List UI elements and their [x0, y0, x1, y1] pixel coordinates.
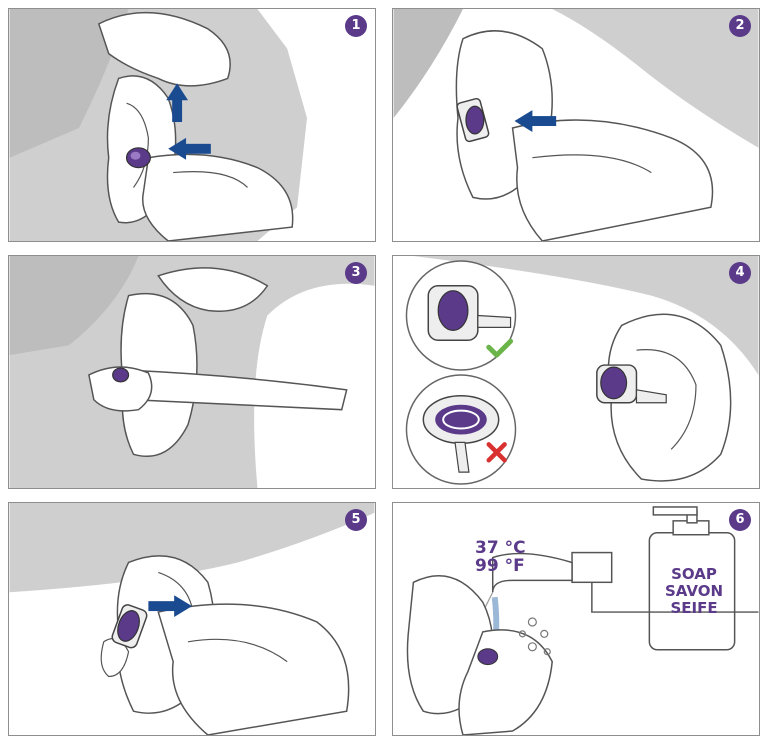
step-number-badge: 4	[729, 262, 751, 284]
step-1-illustration	[9, 9, 308, 241]
step-panel-4: 4	[392, 255, 760, 489]
step-number-badge: 3	[345, 262, 367, 284]
water-temperature-label: 37 °C 99 °F	[475, 539, 526, 575]
step-panel-1: 1	[8, 8, 376, 242]
arrow-left-icon	[168, 137, 211, 160]
step-number-badge: 2	[729, 15, 751, 37]
step-number-badge: 1	[345, 15, 367, 37]
check-icon	[486, 338, 514, 358]
soap-text-en: SOAP	[671, 565, 717, 583]
step-number-badge: 5	[345, 509, 367, 531]
soap-text-de: SEIFE	[670, 599, 718, 617]
step-panel-6: 37 °C 99 °F SOAP SAVON SEIFE 6	[392, 502, 760, 736]
arrow-right-icon	[148, 595, 192, 618]
soap-text-fr: SAVON	[664, 582, 724, 600]
step-2-illustration	[393, 9, 759, 241]
arrow-up-icon	[166, 83, 189, 123]
soap-bottle-label: SOAP SAVON SEIFE	[653, 566, 735, 617]
cross-icon	[486, 442, 507, 463]
step-5-illustration	[9, 503, 375, 735]
arrow-left-icon	[514, 110, 557, 132]
step-panel-5: 5	[8, 502, 376, 736]
temperature-fahrenheit: 99 °F	[475, 556, 525, 576]
step-number-badge: 6	[729, 509, 751, 531]
step-panel-2: 2	[392, 8, 760, 242]
step-3-illustration	[9, 256, 375, 488]
step-6-illustration	[406, 506, 759, 735]
step-panel-3: 3	[8, 255, 376, 489]
step-4-illustration	[405, 256, 759, 485]
temperature-celsius: 37 °C	[475, 538, 526, 558]
